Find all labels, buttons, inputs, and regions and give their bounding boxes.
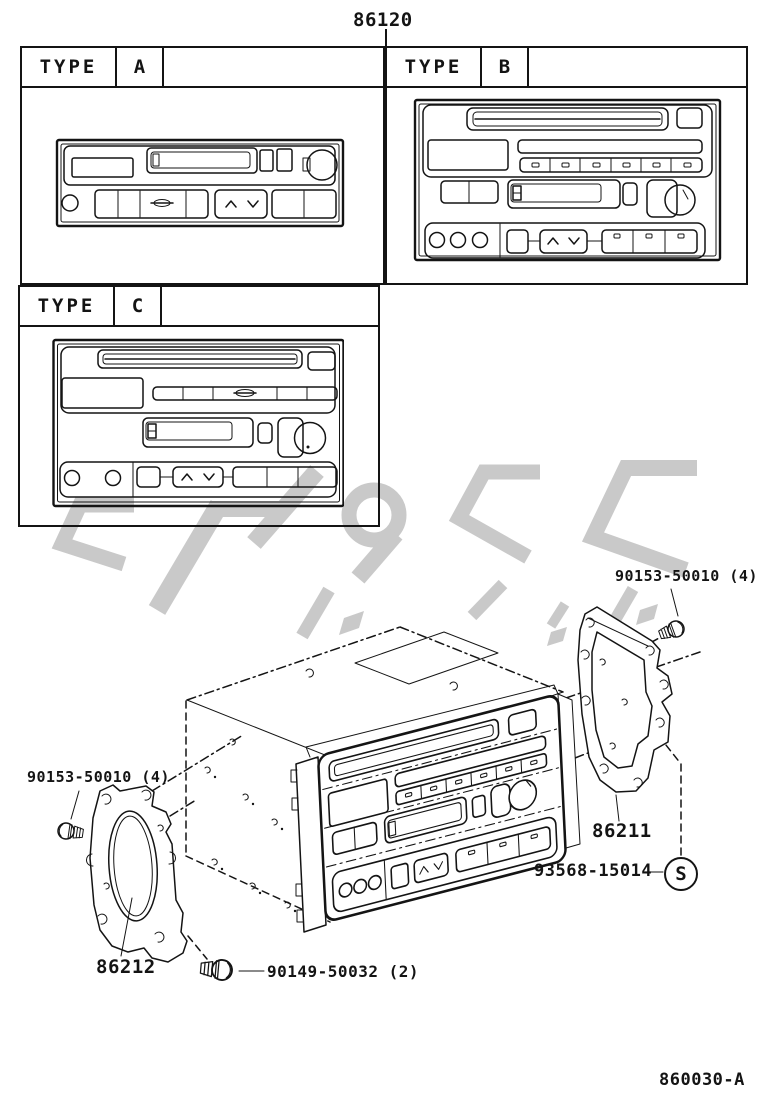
callout-clip: 93568-15014 bbox=[534, 861, 653, 881]
type-b-header: TYPE B bbox=[387, 48, 746, 88]
screw-bottom bbox=[199, 957, 234, 982]
type-a-panel: TYPE A bbox=[20, 46, 385, 285]
faceplate-front bbox=[317, 694, 567, 921]
screw-left bbox=[56, 821, 85, 843]
radio-type-b-illustration bbox=[413, 98, 722, 262]
type-a-header: TYPE A bbox=[22, 48, 383, 88]
type-c-panel: TYPE C bbox=[18, 285, 380, 527]
type-b-code: B bbox=[482, 48, 529, 86]
type-c-header: TYPE C bbox=[20, 287, 378, 327]
screw-right bbox=[656, 617, 688, 644]
bracket-86212 bbox=[86, 784, 188, 963]
clip-symbol-badge: S bbox=[664, 857, 698, 891]
callout-bracket-left: 86212 bbox=[96, 956, 156, 978]
callout-bracket-right: 86211 bbox=[592, 820, 652, 842]
callout-screw-left: 90153-50010 (4) bbox=[27, 768, 170, 786]
leader-line-86120 bbox=[385, 29, 387, 47]
faceplate-rim bbox=[305, 684, 559, 758]
type-a-label: TYPE bbox=[22, 48, 117, 86]
main-part-number: 86120 bbox=[353, 9, 413, 31]
radio-type-c-illustration bbox=[52, 338, 344, 508]
callout-screw-bottom: 90149-50032 (2) bbox=[267, 962, 419, 981]
front-rail bbox=[290, 756, 327, 933]
exploded-assembly-drawing bbox=[56, 588, 701, 982]
type-b-label: TYPE bbox=[387, 48, 482, 86]
type-c-code: C bbox=[115, 287, 162, 325]
radio-type-a-illustration bbox=[55, 138, 345, 228]
bracket-86211 bbox=[577, 606, 673, 793]
figure-code: 860030-A bbox=[659, 1070, 745, 1090]
type-b-panel: TYPE B bbox=[385, 46, 748, 285]
type-c-label: TYPE bbox=[20, 287, 115, 325]
leader-lines bbox=[70, 588, 679, 972]
callout-screw-upper-right: 90153-50010 (4) bbox=[615, 567, 758, 585]
chassis-side-holes bbox=[204, 738, 312, 913]
type-a-code: A bbox=[117, 48, 164, 86]
